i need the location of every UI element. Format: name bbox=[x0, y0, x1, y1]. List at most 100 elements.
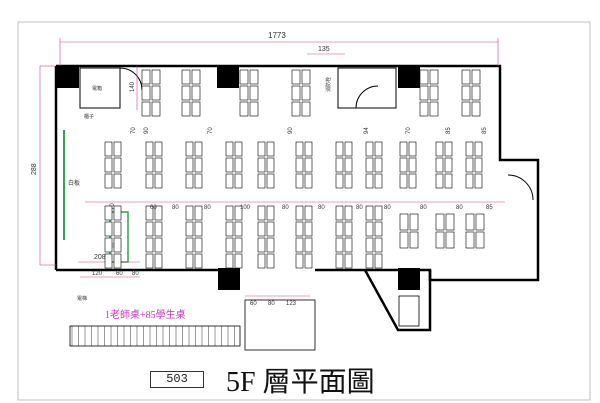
student-desk bbox=[475, 213, 485, 231]
student-desk bbox=[444, 141, 453, 157]
student-desk bbox=[113, 157, 122, 173]
student-desk bbox=[104, 237, 113, 253]
stair-lines bbox=[71, 326, 235, 346]
student-desk bbox=[239, 85, 249, 101]
student-desk bbox=[257, 237, 266, 253]
dim-bottom-120: 120 bbox=[92, 271, 103, 277]
student-desk bbox=[474, 157, 483, 173]
student-desk bbox=[374, 253, 383, 269]
student-desk bbox=[291, 101, 301, 117]
student-desk bbox=[266, 205, 275, 221]
student-desk bbox=[141, 85, 151, 101]
student-desk bbox=[461, 101, 471, 117]
student-desk bbox=[444, 157, 453, 173]
student-desk bbox=[194, 205, 203, 221]
student-desk bbox=[191, 101, 201, 117]
student-desk bbox=[304, 157, 313, 173]
student-desk bbox=[194, 237, 203, 253]
student-desk bbox=[194, 157, 203, 173]
student-desk bbox=[257, 141, 266, 157]
student-desk bbox=[444, 173, 453, 189]
student-desk bbox=[304, 141, 313, 157]
student-desk bbox=[225, 157, 234, 173]
student-desk bbox=[141, 69, 151, 85]
student-desk bbox=[113, 221, 122, 237]
student-desk bbox=[429, 85, 439, 101]
student-desk bbox=[291, 69, 301, 85]
student-desk bbox=[344, 141, 353, 157]
student-desk bbox=[185, 157, 194, 173]
student-desk bbox=[295, 221, 304, 237]
row-spacing-label: 80 bbox=[420, 205, 427, 211]
row-spacing-label: 80 bbox=[456, 205, 463, 211]
column-spacing-label: 85 bbox=[446, 127, 452, 134]
student-desk bbox=[435, 141, 444, 157]
student-desk bbox=[408, 157, 417, 173]
student-desk bbox=[301, 101, 311, 117]
student-desk bbox=[435, 231, 445, 249]
student-desk bbox=[151, 101, 161, 117]
student-desk bbox=[104, 157, 113, 173]
student-desk bbox=[266, 237, 275, 253]
student-desk bbox=[225, 173, 234, 189]
student-desk bbox=[266, 173, 275, 189]
column-spacing-label: 90 bbox=[144, 127, 150, 134]
student-desk bbox=[145, 253, 154, 269]
student-desk bbox=[365, 221, 374, 237]
student-desk bbox=[194, 141, 203, 157]
student-desk bbox=[465, 141, 474, 157]
student-desk bbox=[194, 221, 203, 237]
student-desk bbox=[234, 141, 243, 157]
student-desk bbox=[365, 253, 374, 269]
student-desk bbox=[465, 213, 475, 231]
student-desk bbox=[471, 69, 481, 85]
student-desks bbox=[104, 69, 485, 269]
student-desk bbox=[409, 213, 419, 231]
student-desk bbox=[304, 221, 313, 237]
lower-right-shaft bbox=[363, 269, 432, 332]
row-spacing-label: 80 bbox=[384, 205, 391, 211]
student-desk bbox=[471, 101, 481, 117]
student-desk bbox=[374, 157, 383, 173]
student-desk bbox=[344, 237, 353, 253]
student-desk bbox=[104, 253, 113, 269]
student-desk bbox=[365, 173, 374, 189]
student-desk bbox=[151, 69, 161, 85]
student-desk bbox=[335, 173, 344, 189]
student-desk bbox=[295, 157, 304, 173]
student-desk bbox=[185, 253, 194, 269]
student-desk bbox=[154, 253, 163, 269]
student-desk bbox=[141, 101, 151, 117]
student-desk bbox=[399, 231, 409, 249]
student-desk bbox=[154, 237, 163, 253]
student-desk bbox=[445, 213, 455, 231]
student-desk bbox=[461, 69, 471, 85]
student-desk bbox=[304, 205, 313, 221]
elevator-label: 電梯 bbox=[77, 295, 87, 302]
student-desk bbox=[295, 173, 304, 189]
switch-box-label: 電箱 bbox=[92, 85, 102, 92]
student-desk bbox=[234, 221, 243, 237]
student-desk bbox=[225, 237, 234, 253]
dim-entrance-123: 123 bbox=[286, 301, 297, 307]
student-desk bbox=[239, 69, 249, 85]
student-desk bbox=[113, 237, 122, 253]
student-desk bbox=[365, 205, 374, 221]
student-desk bbox=[225, 253, 234, 269]
student-desk bbox=[234, 237, 243, 253]
student-desk bbox=[225, 221, 234, 237]
student-desk bbox=[419, 101, 429, 117]
student-desk bbox=[408, 173, 417, 189]
student-desk bbox=[104, 173, 113, 189]
column-spacing-label: 85 bbox=[482, 127, 488, 134]
student-desk bbox=[266, 253, 275, 269]
student-desk bbox=[408, 141, 417, 157]
column-spacing-label: 94 bbox=[364, 127, 370, 134]
column-spacing-label: 70 bbox=[406, 127, 412, 134]
student-desk bbox=[113, 253, 122, 269]
dim-left-bottom: 208 bbox=[94, 254, 106, 261]
student-desk bbox=[154, 141, 163, 157]
student-desk bbox=[465, 157, 474, 173]
student-desk bbox=[185, 141, 194, 157]
